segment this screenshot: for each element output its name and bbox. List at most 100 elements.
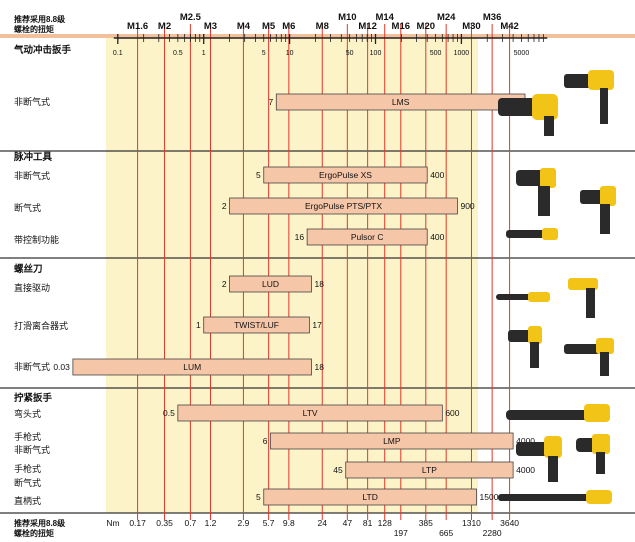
range-bar <box>229 275 312 293</box>
bolt-size-label: M6 <box>282 21 295 32</box>
range-max-label: 18 <box>315 279 325 289</box>
footer-torque-value: 0.35 <box>156 518 173 528</box>
scale-tick-label: 50 <box>346 50 354 57</box>
range-min-label: 0.03 <box>53 362 70 372</box>
row-label: 带控制功能 <box>14 234 59 245</box>
range-bar <box>229 197 458 215</box>
range-bar-name: ErgoPulse PTS/PTX <box>305 201 382 211</box>
range-bar-name: LUM <box>183 362 201 372</box>
tool-images <box>488 0 635 542</box>
impact-wrench-image <box>498 70 614 136</box>
footer-torque-value: 2280 <box>483 528 502 538</box>
row-label: 手枪式 <box>14 463 41 474</box>
scale-tick-label: 0.5 <box>173 50 183 57</box>
footer-torque-value: 0.17 <box>129 518 146 528</box>
bolt-size-label: M24 <box>437 12 456 23</box>
range-max-label: 4000 <box>516 465 535 475</box>
row-label: 直柄式 <box>14 495 41 506</box>
range-min-label: 7 <box>269 97 274 107</box>
range-max-label: 18 <box>315 362 325 372</box>
footer-torque-value: 128 <box>378 518 392 528</box>
footer-torque-value: 24 <box>318 518 328 528</box>
row-label: 手枪式 <box>14 431 41 442</box>
header-label-line2: 螺栓的扭矩 <box>14 24 54 34</box>
range-bar-name: LMP <box>383 436 401 446</box>
bolt-size-label: M12 <box>358 21 376 32</box>
range-min-label: 6 <box>263 436 268 446</box>
pulse-tool-image <box>506 168 616 240</box>
range-max-label: 900 <box>460 201 474 211</box>
footer-torque-value: 1310 <box>462 518 481 528</box>
bolt-size-label: M5 <box>262 21 276 32</box>
footer-torque-value: 81 <box>363 518 373 528</box>
range-bar-name: Pulsor C <box>351 232 384 242</box>
range-max-label: 600 <box>445 408 459 418</box>
range-min-label: 2 <box>222 279 227 289</box>
row-label: 非断气式 <box>14 361 50 372</box>
range-max-label: 400 <box>430 232 444 242</box>
range-min-label: 1 <box>196 320 201 330</box>
range-max-label: 17 <box>312 320 322 330</box>
row-label: 非断气式 <box>14 170 50 181</box>
footer-torque-value: 3640 <box>500 518 519 528</box>
row-label: 弯头式 <box>14 408 41 419</box>
section-title: 螺丝刀 <box>14 263 43 275</box>
scale-tick-label: 100 <box>370 50 382 57</box>
range-min-label: 0.5 <box>163 408 175 418</box>
range-bar <box>72 358 312 376</box>
scale-tick-label: 10 <box>286 50 294 57</box>
footer-torque-value: 665 <box>439 528 453 538</box>
footer-torque-value: 197 <box>394 528 408 538</box>
header-label-line1: 推荐采用8.8级 <box>14 14 66 24</box>
bolt-size-label: M2 <box>158 21 171 32</box>
range-min-label: 5 <box>256 492 261 502</box>
range-bar <box>177 404 443 422</box>
range-min-label: 2 <box>222 201 227 211</box>
bolt-size-label: M2.5 <box>180 12 202 23</box>
bolt-size-label: M10 <box>338 12 356 23</box>
bolt-size-label: M36 <box>483 12 501 23</box>
range-bar-name: ErgoPulse XS <box>319 170 372 180</box>
range-bar-name: LTD <box>362 492 377 502</box>
footer-torque-value: 0.7 <box>184 518 196 528</box>
footer-label-line1: 推荐采用8.8级 <box>14 518 66 528</box>
scale-tick-label: 500 <box>430 50 442 57</box>
range-bar-name: LTP <box>422 465 437 475</box>
range-bar-name: TWIST/LUF <box>234 320 279 330</box>
bolt-size-label: M30 <box>462 21 480 32</box>
bolt-size-label: M20 <box>417 21 435 32</box>
bolt-size-label: M4 <box>237 21 251 32</box>
range-max-label: 400 <box>430 170 444 180</box>
screwdriver-image <box>496 278 614 376</box>
range-bar <box>263 166 428 184</box>
section-title: 拧紧扳手 <box>14 392 53 404</box>
row-label: 断气式 <box>14 202 41 213</box>
footer-torque-value: 9.8 <box>283 518 295 528</box>
scale-tick-label: 5 <box>262 50 266 57</box>
footer-torque-value: 1.2 <box>205 518 217 528</box>
nutrunner-image <box>498 404 612 504</box>
footer-torque-value: 47 <box>343 518 353 528</box>
footer-unit: Nm <box>106 518 119 528</box>
range-bar-name: LMS <box>392 97 410 107</box>
range-bar <box>345 461 514 479</box>
range-max-label: 1500 <box>480 492 499 502</box>
row-label: 打滑离合器式 <box>14 320 68 331</box>
range-min-label: 5 <box>256 170 261 180</box>
range-bar-name: LUD <box>262 279 279 289</box>
bolt-size-label: M14 <box>375 12 394 23</box>
footer-torque-value: 5.7 <box>263 518 275 528</box>
range-min-label: 16 <box>295 232 305 242</box>
bolt-size-label: M1.6 <box>127 21 148 32</box>
bolt-size-label: M8 <box>316 21 329 32</box>
footer-torque-value: 2.9 <box>238 518 250 528</box>
row-label: 非断气式 <box>14 96 50 107</box>
bolt-size-label: M16 <box>392 21 410 32</box>
section-title: 气动冲击扳手 <box>13 44 72 56</box>
range-bar <box>203 316 310 334</box>
range-bar <box>270 432 514 450</box>
footer-label-line2: 螺栓的扭矩 <box>14 528 54 538</box>
scale-tick-label: 0.1 <box>113 50 123 57</box>
row-label: 非断气式 <box>14 444 50 455</box>
range-min-label: 45 <box>333 465 343 475</box>
